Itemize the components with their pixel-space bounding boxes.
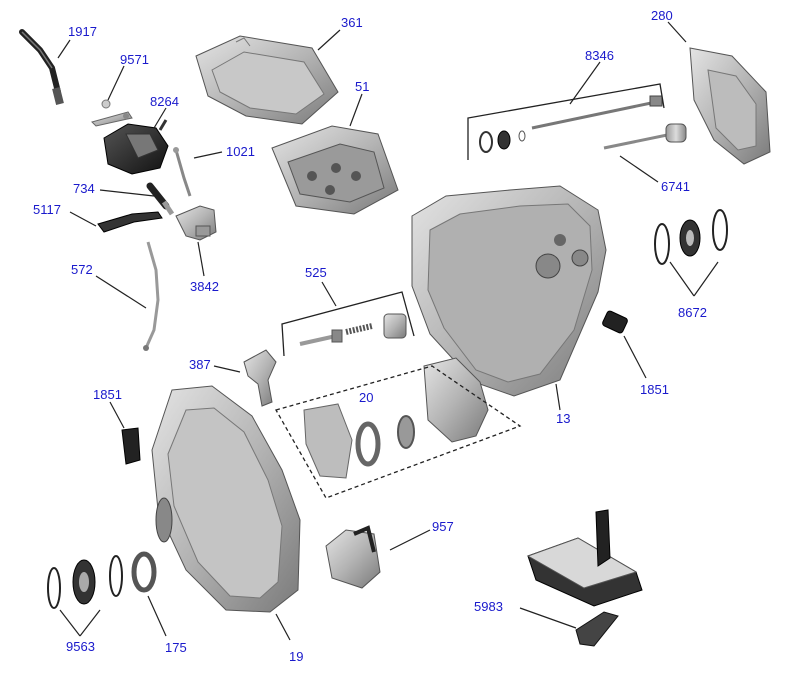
callout-387[interactable]: 387 [189, 357, 211, 372]
part-8264-switch [103, 119, 169, 175]
callout-1851-right[interactable]: 1851 [640, 382, 669, 397]
callout-280[interactable]: 280 [651, 8, 673, 23]
part-5983-filter [526, 509, 643, 647]
part-957-valve [325, 525, 381, 589]
callout-20[interactable]: 20 [359, 390, 374, 405]
callout-51[interactable]: 51 [355, 79, 370, 94]
part-3842-bracket [175, 205, 217, 241]
part-525-valve-set [299, 313, 407, 346]
part-8346-shaft [479, 95, 663, 153]
part-1851-sensor-left [121, 427, 141, 465]
callout-175[interactable]: 175 [165, 640, 187, 655]
callout-8346[interactable]: 8346 [585, 48, 614, 63]
part-13-case [411, 185, 607, 397]
callout-6741[interactable]: 6741 [661, 179, 690, 194]
part-20-pump-group [303, 357, 489, 479]
callout-19[interactable]: 19 [289, 649, 304, 664]
part-361-oil-pan [195, 35, 339, 125]
callout-3842[interactable]: 3842 [190, 279, 219, 294]
callout-8672[interactable]: 8672 [678, 305, 707, 320]
callout-1917[interactable]: 1917 [68, 24, 97, 39]
part-8672-seals [654, 209, 728, 265]
part-1917-cable [19, 29, 64, 105]
callout-9563[interactable]: 9563 [66, 639, 95, 654]
callout-361[interactable]: 361 [341, 15, 363, 30]
part-1851-sensor-right [602, 310, 628, 334]
callout-1851-left[interactable]: 1851 [93, 387, 122, 402]
leader-lines [57, 21, 719, 641]
callout-8264[interactable]: 8264 [150, 94, 179, 109]
part-280-cover [689, 47, 771, 165]
callout-1021[interactable]: 1021 [226, 144, 255, 159]
part-6741-shaft [603, 123, 687, 150]
callout-13[interactable]: 13 [556, 411, 571, 426]
part-5117-bracket [97, 211, 163, 233]
callout-5117[interactable]: 5117 [33, 202, 61, 217]
bracket-8346 [467, 83, 665, 160]
bracket-525 [281, 291, 415, 357]
part-9563-seals [47, 555, 123, 609]
callout-525[interactable]: 525 [305, 265, 327, 280]
callout-572[interactable]: 572 [71, 262, 93, 277]
part-387-fork [243, 349, 277, 407]
part-51-valve-body [271, 125, 399, 215]
callout-5983[interactable]: 5983 [474, 599, 503, 614]
part-9571-nut-lever [91, 99, 133, 127]
part-1021-rod [173, 147, 192, 197]
callout-734[interactable]: 734 [73, 181, 95, 196]
part-572-rod [143, 241, 160, 351]
dashed-box-20 [275, 365, 522, 499]
part-175-bearing [131, 551, 157, 593]
callout-957[interactable]: 957 [432, 519, 454, 534]
part-734-sensor [146, 182, 175, 216]
part-19-housing [151, 385, 301, 613]
callout-9571[interactable]: 9571 [120, 52, 149, 67]
